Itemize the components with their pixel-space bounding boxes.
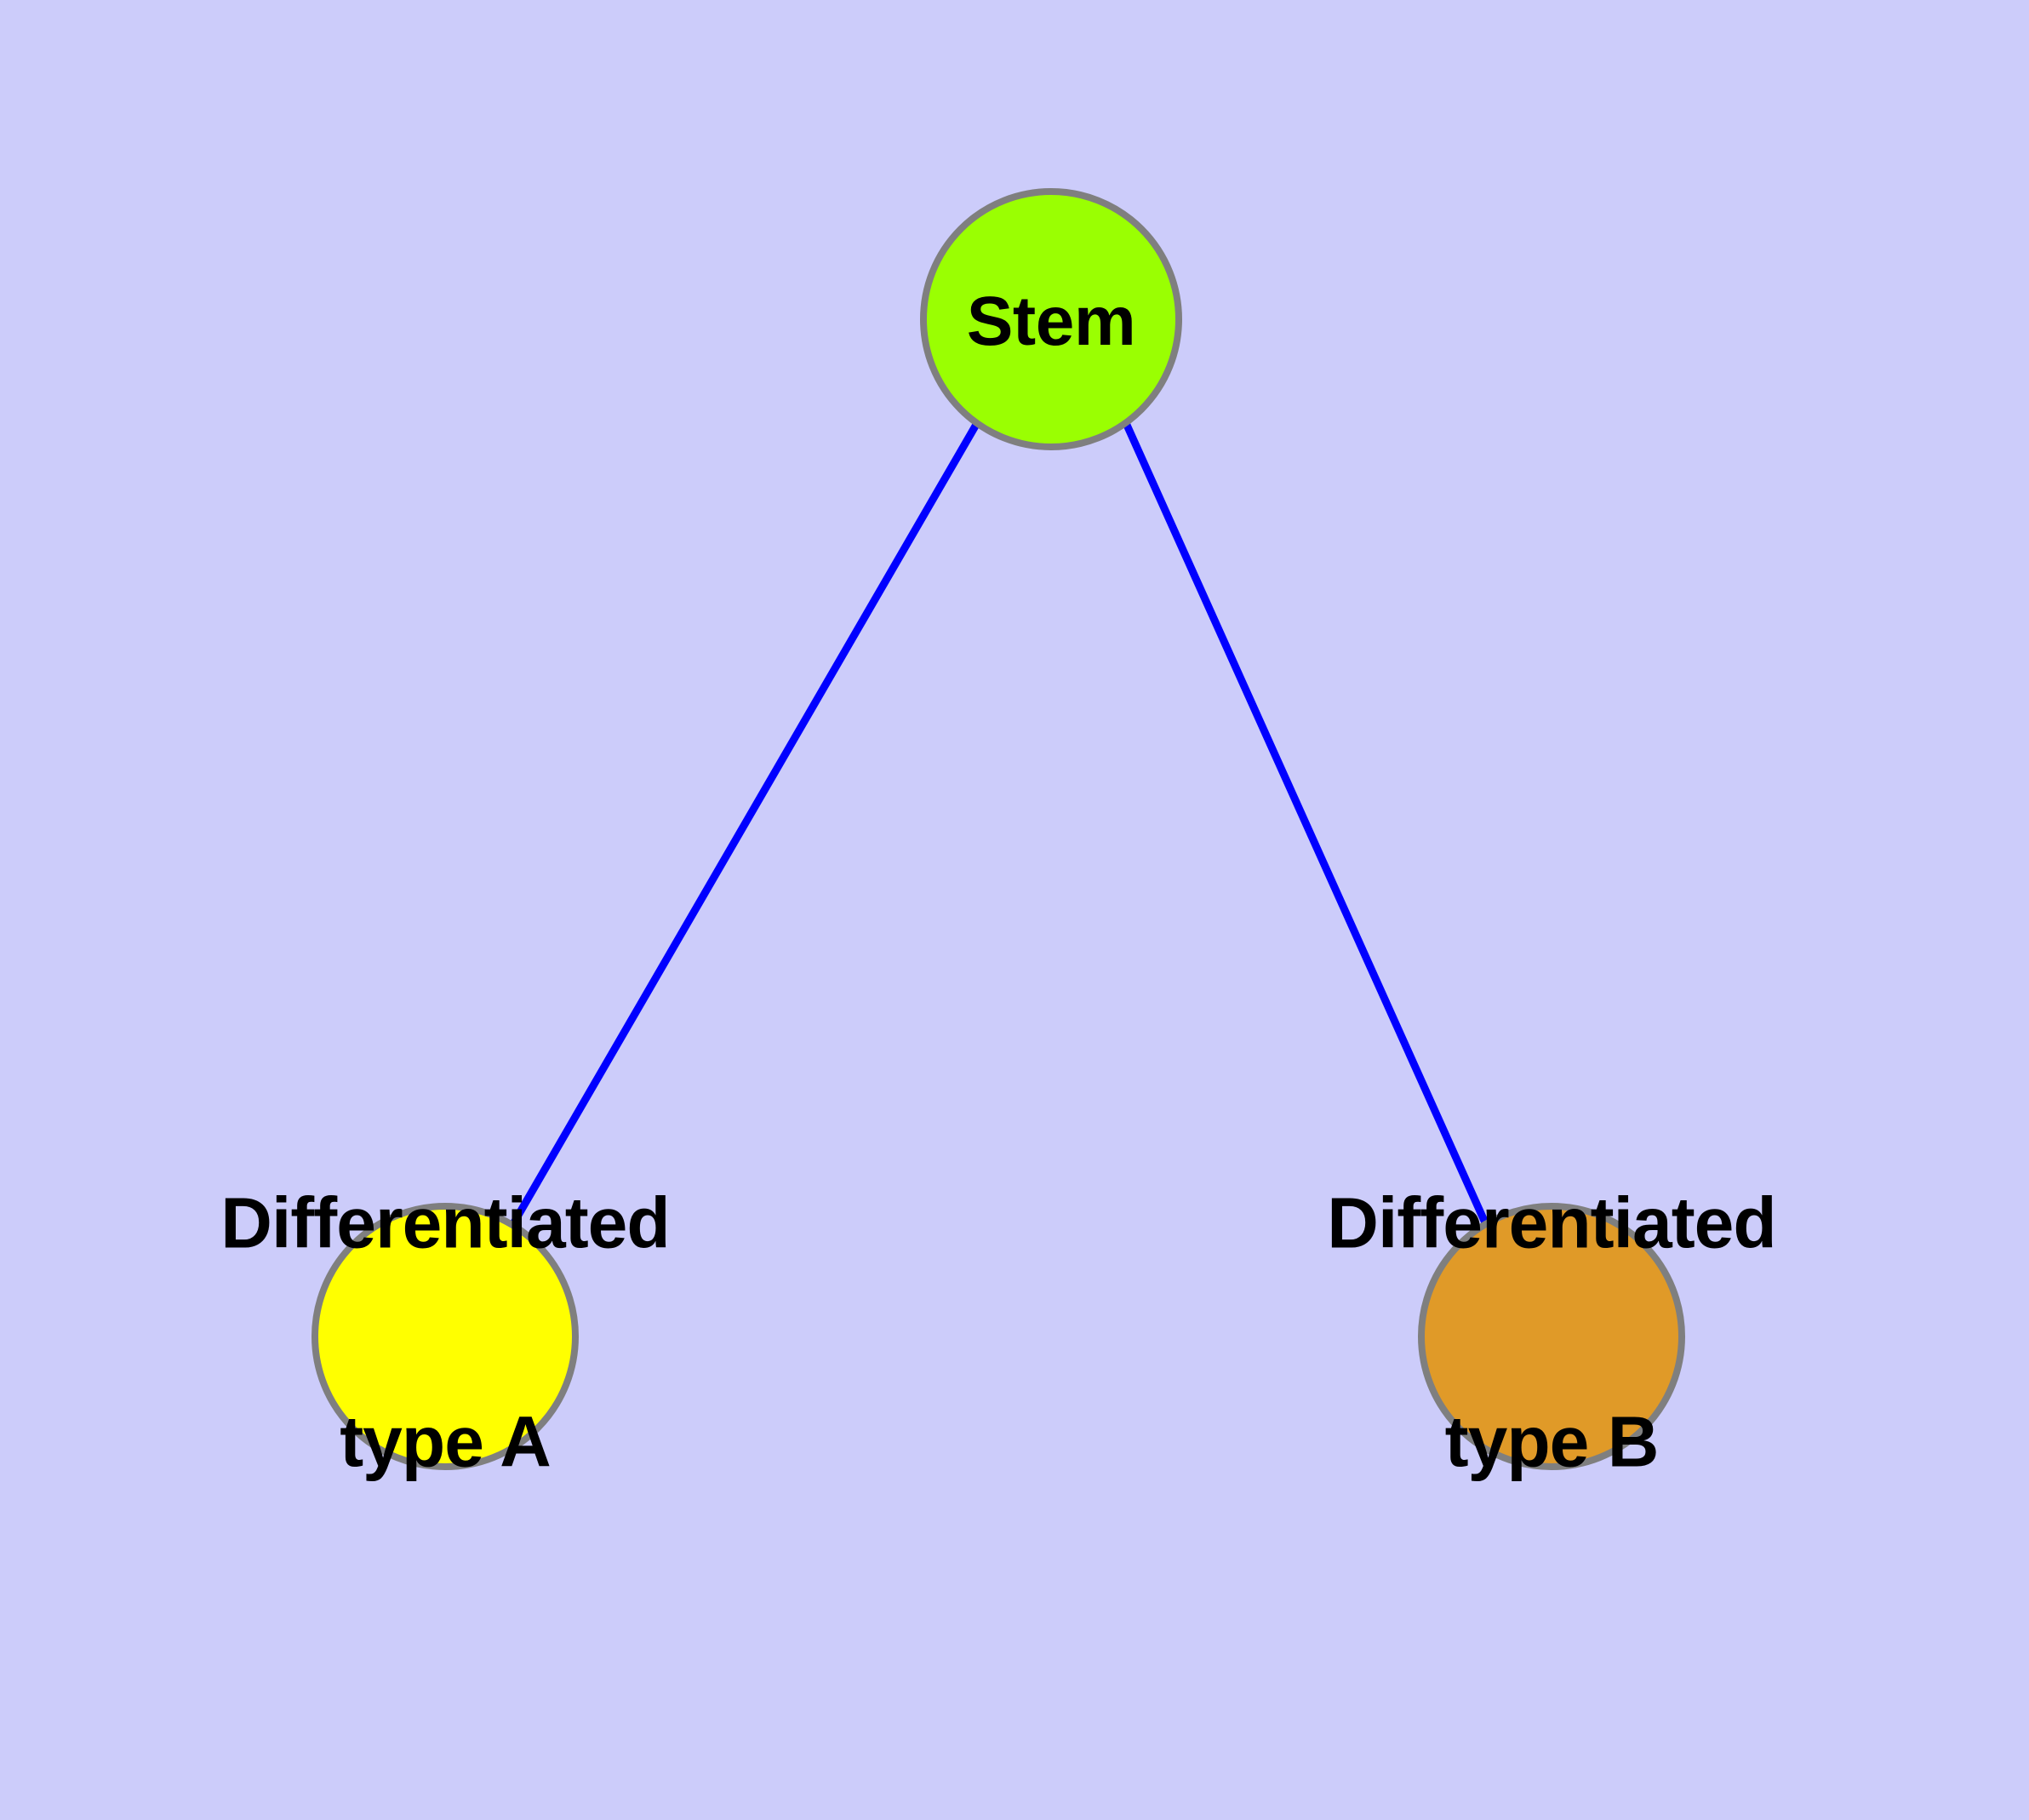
edge-stem-to-differentiated-type-b[interactable] [1122, 421, 1492, 1230]
edge-stem-to-differentiated-type-a[interactable] [507, 421, 980, 1231]
edge-layer [507, 421, 1492, 1231]
node-layer [311, 188, 1685, 1470]
node-stem[interactable] [920, 188, 1182, 450]
node-differentiated-type-a[interactable] [311, 1203, 579, 1470]
node-differentiated-type-b[interactable] [1418, 1203, 1685, 1470]
